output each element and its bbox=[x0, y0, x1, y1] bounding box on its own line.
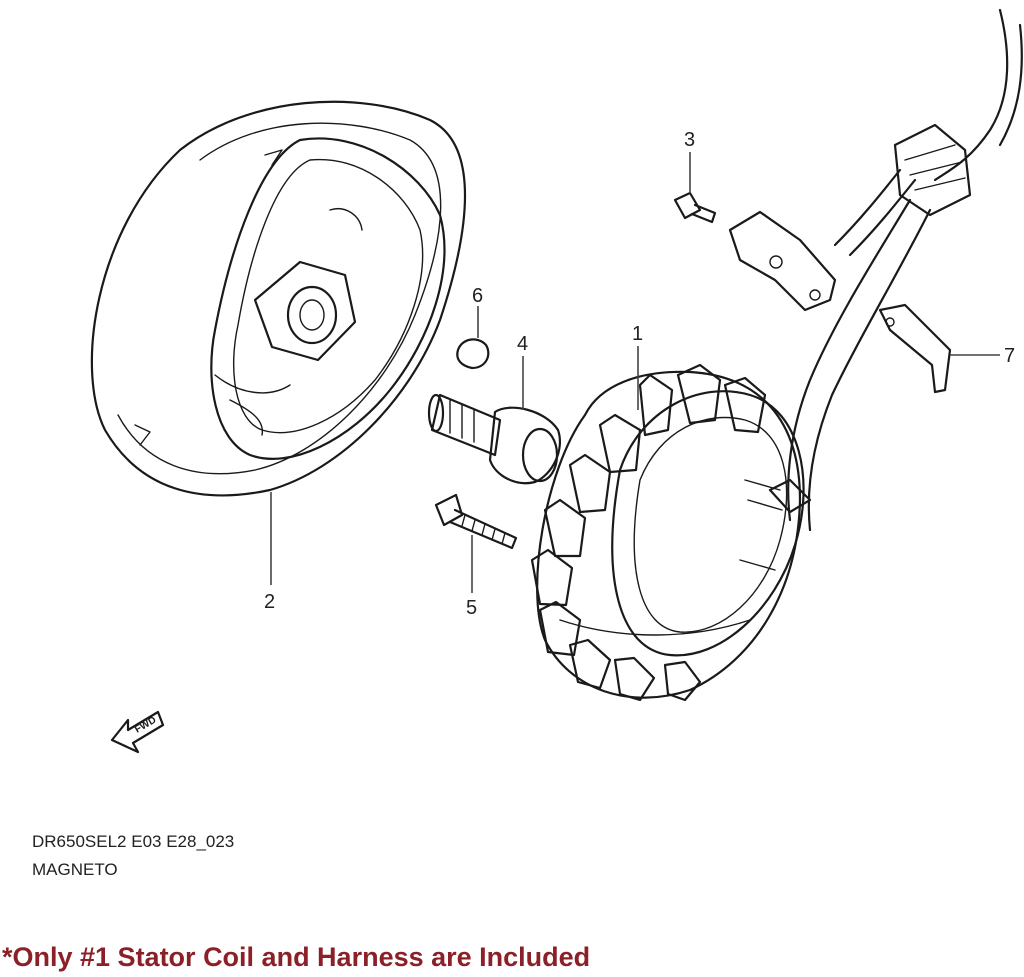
fwd-arrow: FWD bbox=[110, 710, 165, 754]
callout-7: 7 bbox=[1004, 345, 1015, 367]
callout-6: 6 bbox=[472, 285, 483, 307]
diagram-title: MAGNETO bbox=[32, 860, 118, 879]
callout-5: 5 bbox=[466, 597, 477, 619]
stator-coil-drawing bbox=[530, 363, 805, 702]
clip-drawing bbox=[878, 303, 952, 394]
key-drawing bbox=[456, 338, 490, 370]
wiring-harness-drawing bbox=[768, 8, 1023, 532]
stator-screw-drawing bbox=[434, 493, 518, 550]
rotor-drawing bbox=[90, 100, 467, 497]
fwd-label: FWD bbox=[133, 715, 158, 736]
harness-clamp-drawing bbox=[728, 210, 837, 312]
rotor-bolt-drawing bbox=[427, 393, 561, 485]
diagram-code: DR650SEL2 E03 E28_023 bbox=[32, 832, 235, 851]
harness-screw-drawing bbox=[673, 191, 717, 224]
callout-1: 1 bbox=[632, 323, 643, 345]
callout-3: 3 bbox=[684, 129, 695, 151]
included-parts-note: *Only #1 Stator Coil and Harness are Inc… bbox=[2, 942, 591, 972]
callout-2: 2 bbox=[264, 591, 275, 613]
callout-4: 4 bbox=[517, 333, 528, 355]
